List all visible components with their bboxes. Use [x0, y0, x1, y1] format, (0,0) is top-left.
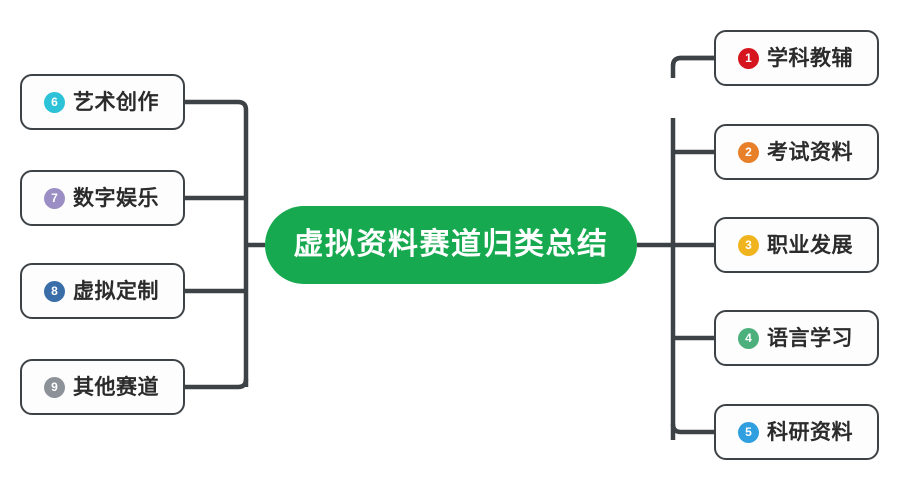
branch-node-left-6[interactable]: 6 艺术创作	[20, 74, 185, 130]
branch-node-left-9[interactable]: 9 其他赛道	[20, 359, 185, 415]
connector-left-6	[185, 99, 249, 111]
badge-number-icon-2: 2	[738, 141, 759, 163]
badge-number-icon-9: 9	[44, 376, 65, 398]
connector-right-1-elbow	[670, 55, 714, 67]
branch-node-label-3: 职业发展	[767, 233, 853, 257]
badge-number-icon-1: 1	[738, 47, 759, 69]
badge-number-icon-6: 6	[44, 91, 65, 113]
branch-node-label-8: 虚拟定制	[73, 279, 159, 303]
branch-node-right-2[interactable]: 2 考试资料	[714, 124, 879, 180]
branch-node-label-1: 学科教辅	[767, 46, 853, 70]
connector-left-9	[185, 378, 249, 390]
branch-node-right-5[interactable]: 5 科研资料	[714, 404, 879, 460]
badge-number-icon-8: 8	[44, 280, 65, 302]
branch-node-label-2: 考试资料	[767, 140, 853, 164]
branch-node-label-9: 其他赛道	[73, 375, 159, 399]
root-node[interactable]: 虚拟资料赛道归类总结	[265, 206, 637, 284]
branch-node-right-1[interactable]: 1 学科教辅	[714, 30, 879, 86]
connector-right-1	[670, 55, 714, 78]
badge-number-icon-5: 5	[738, 421, 759, 443]
branch-node-right-3[interactable]: 3 职业发展	[714, 217, 879, 273]
branch-node-label-5: 科研资料	[767, 420, 853, 444]
root-node-label: 虚拟资料赛道归类总结	[293, 228, 609, 261]
branch-node-label-6: 艺术创作	[73, 90, 159, 114]
branch-node-label-4: 语言学习	[767, 326, 853, 350]
badge-number-icon-7: 7	[44, 187, 65, 209]
badge-number-icon-3: 3	[738, 234, 759, 256]
branch-node-left-8[interactable]: 8 虚拟定制	[20, 263, 185, 319]
branch-node-label-7: 数字娱乐	[73, 186, 159, 210]
badge-number-icon-4: 4	[738, 327, 759, 349]
branch-node-right-4[interactable]: 4 语言学习	[714, 310, 879, 366]
connector-right-5	[670, 423, 714, 435]
branch-node-left-7[interactable]: 7 数字娱乐	[20, 170, 185, 226]
